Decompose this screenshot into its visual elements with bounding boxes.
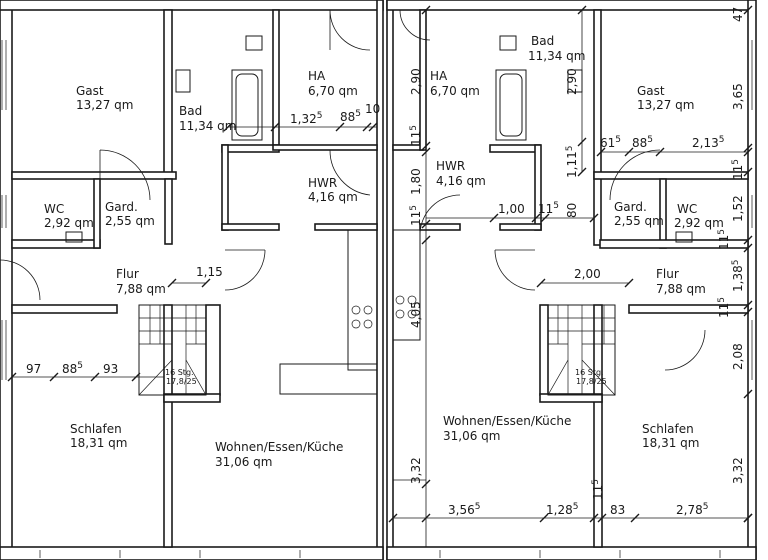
dim-152: 1,52 <box>731 195 745 222</box>
dim-365: 3,65 <box>731 83 745 110</box>
room-flur-left: Flur <box>116 267 139 281</box>
dim-138: 1,385 <box>731 260 745 292</box>
stairs-left <box>138 304 207 396</box>
room-gard-right-area: 2,55 qm <box>614 214 664 228</box>
dim-115-left: 1,15 <box>196 265 223 279</box>
dim-11-c: 115 <box>538 201 559 216</box>
room-flur-right-area: 7,88 qm <box>656 282 706 296</box>
room-gast-right: Gast <box>637 84 665 98</box>
room-hwr-left: HWR <box>308 176 337 190</box>
dim-128: 1,285 <box>546 502 578 517</box>
room-hwr-left-area: 4,16 qm <box>308 190 358 204</box>
dim-61: 615 <box>600 135 621 150</box>
dim-405: 4,05 <box>409 301 423 328</box>
room-schlafen-left: Schlafen <box>70 422 122 436</box>
kitchen <box>279 229 421 395</box>
room-wc-left-area: 2,92 qm <box>44 216 94 230</box>
dim-356: 3,565 <box>448 502 480 517</box>
dim-80: 80 <box>565 203 579 218</box>
room-bad-right-area: 11,34 qm <box>528 49 585 63</box>
dim-290-right: 2,90 <box>565 68 579 95</box>
room-gast-left: Gast <box>76 84 104 98</box>
room-gast-right-area: 13,27 qm <box>637 98 694 112</box>
room-flur-left-area: 7,88 qm <box>116 282 166 296</box>
room-gard-right: Gard. <box>614 200 647 214</box>
stairs-left-label-2: 17,8/25 <box>166 377 197 386</box>
dim-180: 1,80 <box>409 168 423 195</box>
dim-11-b: 115 <box>409 205 423 226</box>
room-hwr-right-area: 4,16 qm <box>436 174 486 188</box>
dim-83: 83 <box>610 503 625 517</box>
dim-290-left: 2,90 <box>409 68 423 95</box>
dim-88-right: 885 <box>632 135 653 150</box>
windows <box>1 40 757 558</box>
room-bad-left-area: 11,34 qm <box>179 119 236 133</box>
dim-97: 97 <box>26 362 41 376</box>
doors <box>0 9 706 371</box>
room-wc-left: WC <box>44 202 64 216</box>
room-wohnen-left-area: 31,06 qm <box>215 455 272 469</box>
dim-132: 1,325 <box>290 111 322 126</box>
room-wohnen-left: Wohnen/Essen/Küche <box>215 440 343 454</box>
room-wc-right-area: 2,92 qm <box>674 216 724 230</box>
room-schlafen-right-area: 18,31 qm <box>642 436 699 450</box>
room-wohnen-right: Wohnen/Essen/Küche <box>443 414 571 428</box>
dim-332-right: 3,32 <box>731 457 745 484</box>
room-ha-right: HA <box>430 69 448 83</box>
dim-208: 2,08 <box>731 343 745 370</box>
dim-11-d: 115 <box>731 159 745 180</box>
room-labels: Gast 13,27 qm Bad 11,34 qm HA 6,70 qm HW… <box>44 34 724 469</box>
room-flur-right: Flur <box>656 267 679 281</box>
room-gard-left: Gard. <box>105 200 138 214</box>
dim-885-left: 885 <box>62 361 83 376</box>
stairs-right-label-2: 17,8/25 <box>576 377 607 386</box>
dimension-ticks <box>7 5 753 523</box>
dim-332-left: 3,32 <box>409 457 423 484</box>
dim-278: 2,785 <box>676 502 708 517</box>
room-gard-left-area: 2,55 qm <box>105 214 155 228</box>
room-bad-left: Bad <box>179 104 202 118</box>
dim-11-f: 115 <box>717 297 731 318</box>
dim-213: 2,135 <box>692 135 724 150</box>
room-bad-right: Bad <box>531 34 554 48</box>
stairs-right-label: 16 Stg. <box>575 368 604 377</box>
room-wohnen-right-area: 31,06 qm <box>443 429 500 443</box>
room-schlafen-left-area: 18,31 qm <box>70 436 127 450</box>
dim-11-e: 115 <box>717 229 731 250</box>
dim-111: 1,115 <box>565 146 579 178</box>
dim-11-g: 115 <box>591 479 605 500</box>
dim-11-a: 115 <box>409 125 423 146</box>
room-hwr-right: HWR <box>436 159 465 173</box>
room-schlafen-right: Schlafen <box>642 422 694 436</box>
dim-88-left: 885 <box>340 109 361 124</box>
dim-10: 10 <box>365 102 380 116</box>
dim-100: 1,00 <box>498 202 525 216</box>
room-wc-right: WC <box>677 202 697 216</box>
dim-47: 47 <box>731 7 745 22</box>
dim-200: 2,00 <box>574 267 601 281</box>
dimension-labels: 1,325 885 10 1,15 97 885 93 2,90 115 1,8… <box>26 7 745 517</box>
bath-fixtures <box>65 35 693 243</box>
room-ha-left-area: 6,70 qm <box>308 84 358 98</box>
dimension-lines <box>12 10 749 547</box>
dim-93: 93 <box>103 362 118 376</box>
room-gast-left-area: 13,27 qm <box>76 98 133 112</box>
stairs-left-label: 16 Stg. <box>165 368 194 377</box>
room-ha-left: HA <box>308 69 326 83</box>
stairs-right <box>547 304 616 396</box>
room-ha-right-area: 6,70 qm <box>430 84 480 98</box>
